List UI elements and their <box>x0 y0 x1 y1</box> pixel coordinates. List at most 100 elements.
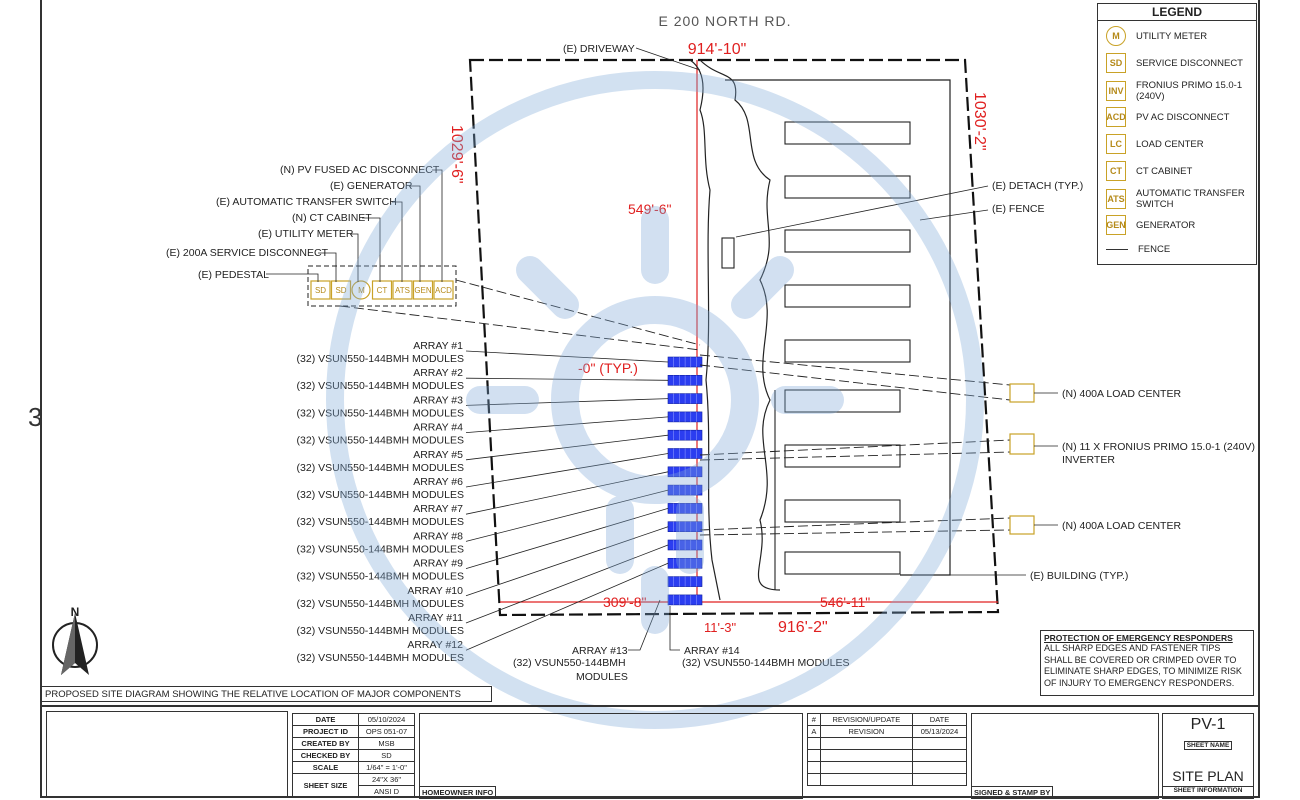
legend-item: ATS AUTOMATIC TRANSFER SWITCH <box>1106 188 1256 210</box>
legend-symbol-icon: LC <box>1106 134 1126 154</box>
equipment-symbol: GEN <box>412 280 434 300</box>
sheet-id: PV-1 <box>1190 716 1226 733</box>
legend-symbol-icon: GEN <box>1106 215 1126 235</box>
driveway-leader <box>635 47 701 71</box>
array-modules: (32) VSUN550-144BMH MODULES <box>297 380 464 392</box>
north-label: N <box>71 605 80 619</box>
array-modules: (32) VSUN550-144BMH MODULES <box>297 543 464 555</box>
svg-text:M: M <box>358 286 365 295</box>
site-caption: PROPOSED SITE DIAGRAM SHOWING THE RELATI… <box>42 686 492 702</box>
equipment-symbol: ATS <box>392 280 413 300</box>
array-name: ARRAY #3 <box>413 394 463 406</box>
legend-title: LEGEND <box>1098 4 1256 21</box>
watermark-logo <box>326 71 984 729</box>
inverter-1 <box>1009 433 1035 455</box>
array-modules: (32) VSUN550-144BMH MODULES <box>297 571 464 583</box>
legend-text: AUTOMATIC TRANSFER SWITCH <box>1136 188 1245 210</box>
svg-text:SD: SD <box>315 286 326 295</box>
legend-text: UTILITY METER <box>1136 30 1208 42</box>
array-labels: ARRAY #1(32) VSUN550-144BMH MODULESARRAY… <box>297 340 669 664</box>
fence-line-icon <box>1106 249 1128 250</box>
right-equipment <box>1009 383 1035 535</box>
array-name: ARRAY #10 <box>407 585 463 597</box>
inverter-label-2: INVERTER <box>1062 454 1115 466</box>
load-center-1 <box>1009 383 1035 403</box>
array-modules: (32) VSUN550-144BMH MODULES <box>297 598 464 610</box>
equipment-label: (E) AUTOMATIC TRANSFER SWITCH <box>216 196 397 208</box>
equipment-label: (N) CT CABINET <box>292 212 372 224</box>
solar-array <box>667 429 703 441</box>
solar-array <box>667 576 703 587</box>
building <box>784 444 901 468</box>
legend-text: FRONIUS PRIMO 15.0-1 (240V) <box>1136 80 1243 102</box>
building <box>784 389 901 413</box>
equipment-symbol: SD <box>330 280 352 300</box>
array-name: ARRAY #11 <box>408 612 463 624</box>
road-label: E 200 NORTH RD. <box>659 13 792 29</box>
legend-symbol-icon: CT <box>1106 161 1126 181</box>
legend-text: LOAD CENTER <box>1136 138 1204 150</box>
dim-bottom-left: 309'-8" <box>603 594 646 610</box>
equipment-label: (E) GENERATOR <box>330 180 413 192</box>
equipment-symbol: SD <box>310 280 331 300</box>
dim-top: 914'-10" <box>688 41 747 58</box>
load-center-2 <box>1009 515 1035 535</box>
dim-typ: -0" (TYP.) <box>578 360 638 376</box>
array-modules: (32) VSUN550-144BMH MODULES <box>297 435 464 447</box>
building <box>784 229 911 253</box>
solar-array <box>667 374 703 386</box>
building <box>784 284 911 308</box>
array-name: ARRAY #6 <box>413 476 463 488</box>
array-14-line1: (32) VSUN550-144BMH MODULES <box>682 657 849 669</box>
array-name: ARRAY #5 <box>413 449 463 461</box>
solar-array <box>667 594 703 606</box>
dim-bottom-total: 916'-2" <box>778 619 828 636</box>
svg-text:GEN: GEN <box>414 286 432 295</box>
creek-outline <box>699 59 781 591</box>
array-modules: (32) VSUN550-144BMH MODULES <box>297 353 464 365</box>
equipment-symbol: M <box>351 280 371 300</box>
array-modules: (32) VSUN550-144BMH MODULES <box>297 652 464 664</box>
sheet-name-label: SHEET NAME <box>1183 741 1233 750</box>
array-name: ARRAY #12 <box>407 639 463 651</box>
svg-text:SD: SD <box>335 286 346 295</box>
detach-label: (E) DETACH (TYP.) <box>992 180 1083 192</box>
solar-array <box>667 411 703 423</box>
dim-bottom-small: 11'-3" <box>704 620 737 635</box>
array-modules: (32) VSUN550-144BMH MODULES <box>297 516 464 528</box>
solar-array <box>667 356 703 368</box>
equipment-label: (E) 200A SERVICE DISCONNECT <box>166 247 329 259</box>
fence-label: (E) FENCE <box>992 203 1045 215</box>
svg-text:ATS: ATS <box>395 286 410 295</box>
north-arrow <box>52 613 98 675</box>
legend-item: LC LOAD CENTER <box>1106 134 1204 154</box>
load-center-1-label: (N) 400A LOAD CENTER <box>1062 388 1181 400</box>
array-name: ARRAY #2 <box>413 367 463 379</box>
solar-arrays <box>667 356 703 606</box>
protection-title: PROTECTION OF EMERGENCY RESPONDERS <box>1044 633 1233 643</box>
legend-text: CT CABINET <box>1136 165 1193 177</box>
array-name: ARRAY #7 <box>413 503 463 515</box>
building <box>784 551 901 575</box>
legend-text: SERVICE DISCONNECT <box>1136 57 1243 69</box>
property-boundary <box>468 58 1000 617</box>
solar-array <box>667 393 703 404</box>
legend-item-fence: FENCE <box>1106 244 1170 255</box>
array-13-line1: (32) VSUN550-144BMH <box>513 657 626 669</box>
detach-structure <box>721 237 735 269</box>
equipment-enclosure <box>307 265 457 307</box>
array-13-line2: MODULES <box>576 671 628 683</box>
equipment-symbol: ACD <box>433 280 454 300</box>
legend-symbol-icon: ATS <box>1106 189 1126 209</box>
equipment-label: (E) UTILITY METER <box>258 228 354 240</box>
